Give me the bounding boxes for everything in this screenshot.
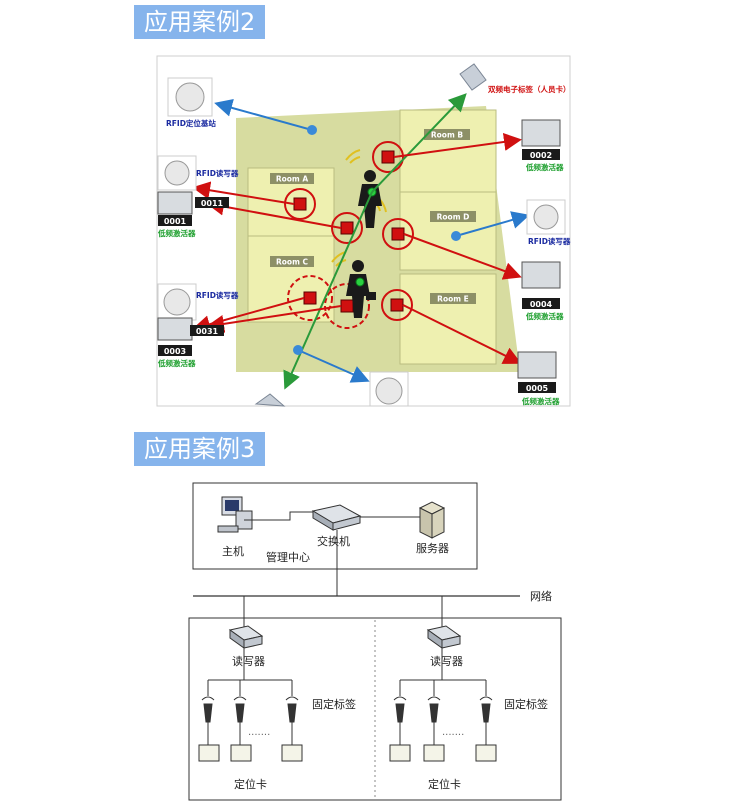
switch-label: 交换机 [317, 534, 350, 548]
locator-card-left-label: 定位卡 [234, 777, 267, 791]
host-computer-icon [217, 496, 253, 533]
locator-cards-left [198, 744, 303, 762]
label-rfid-base-station: RFID定位基站 [166, 118, 216, 128]
reader-left-label: 读写器 [232, 654, 265, 668]
label-tag: 双频电子标签（人员卡） [488, 84, 571, 94]
reader-left-links [207, 648, 293, 696]
server-icon [418, 501, 446, 539]
code-badges: 0011 0001 0002 0004 0031 0003 0005 [158, 149, 560, 393]
switch-icon [311, 504, 362, 531]
room-e-label: Room E [437, 295, 469, 304]
label-reader-3: RFID读写器 [196, 290, 239, 300]
code-0031: 0031 [196, 327, 219, 336]
code-0003: 0003 [164, 347, 186, 356]
code-0001: 0001 [164, 217, 187, 226]
label-lf-activator-3: 低频激活器 [157, 358, 196, 368]
reader-right-icon [426, 625, 462, 649]
tag-to-card-left [207, 722, 293, 745]
green-arrow-up [371, 93, 467, 193]
room-e: Room E [399, 273, 497, 365]
code-0011: 0011 [201, 199, 224, 208]
room-d: Room D [399, 191, 497, 271]
label-reader-1: RFID读写器 [196, 168, 239, 178]
red-arrows [192, 132, 522, 364]
case2-floorplan: Room A Room B Room C Room D Room E [156, 55, 571, 407]
label-lf-activator-1: 低频激活器 [157, 228, 196, 238]
person-1 [358, 170, 382, 228]
tag-to-card-right [399, 722, 487, 745]
management-links [244, 511, 420, 596]
host-label: 主机 [222, 544, 244, 558]
reader-left-icon [228, 625, 264, 649]
room-a-label: Room A [276, 175, 309, 184]
fixed-tags-right [393, 696, 493, 723]
network-label: 网络 [530, 589, 552, 603]
server-label: 服务器 [416, 542, 449, 555]
management-center-box [192, 482, 478, 570]
reader-right-links [399, 648, 487, 696]
locator-card-right-label: 定位卡 [428, 777, 461, 791]
code-0004: 0004 [530, 300, 553, 309]
code-0002: 0002 [530, 151, 552, 160]
round-sensor-icons [157, 77, 566, 407]
field-area-box [188, 617, 562, 801]
blue-arrows [214, 99, 530, 383]
room-c-label: Room C [276, 258, 309, 267]
management-center-label: 管理中心 [266, 550, 310, 564]
fixed-tags-left [201, 696, 299, 723]
activator-icons [157, 119, 561, 379]
code-0005: 0005 [526, 384, 549, 393]
label-lf-activator-5: 低频激活器 [521, 396, 560, 406]
case2-banner: 应用案例2 [134, 5, 266, 39]
case3-network-diagram: 主机 管理中心 交换机 服务器 网络 [188, 482, 562, 801]
fixed-tag-left-label: 固定标签 [312, 697, 356, 711]
reader-right-label: 读写器 [430, 654, 463, 668]
case3-banner: 应用案例3 [134, 432, 266, 466]
dots-left: ······· [248, 730, 270, 741]
label-lf-activator-4: 低频激活器 [525, 311, 564, 321]
dots-right: ······· [442, 730, 464, 741]
label-reader-2: RFID读写器 [528, 236, 571, 246]
label-lf-activator-2: 低频激活器 [525, 162, 564, 172]
tag-card-icons [254, 63, 487, 407]
room-a: Room A [247, 167, 335, 237]
room-b-label: Room B [431, 131, 464, 140]
person-2 [346, 260, 376, 318]
fixed-tag-right-label: 固定标签 [504, 697, 548, 711]
room-b: Room B [399, 109, 497, 193]
locator-cards-right [389, 744, 497, 762]
room-d-label: Room D [437, 213, 470, 222]
room-readers [284, 141, 414, 329]
